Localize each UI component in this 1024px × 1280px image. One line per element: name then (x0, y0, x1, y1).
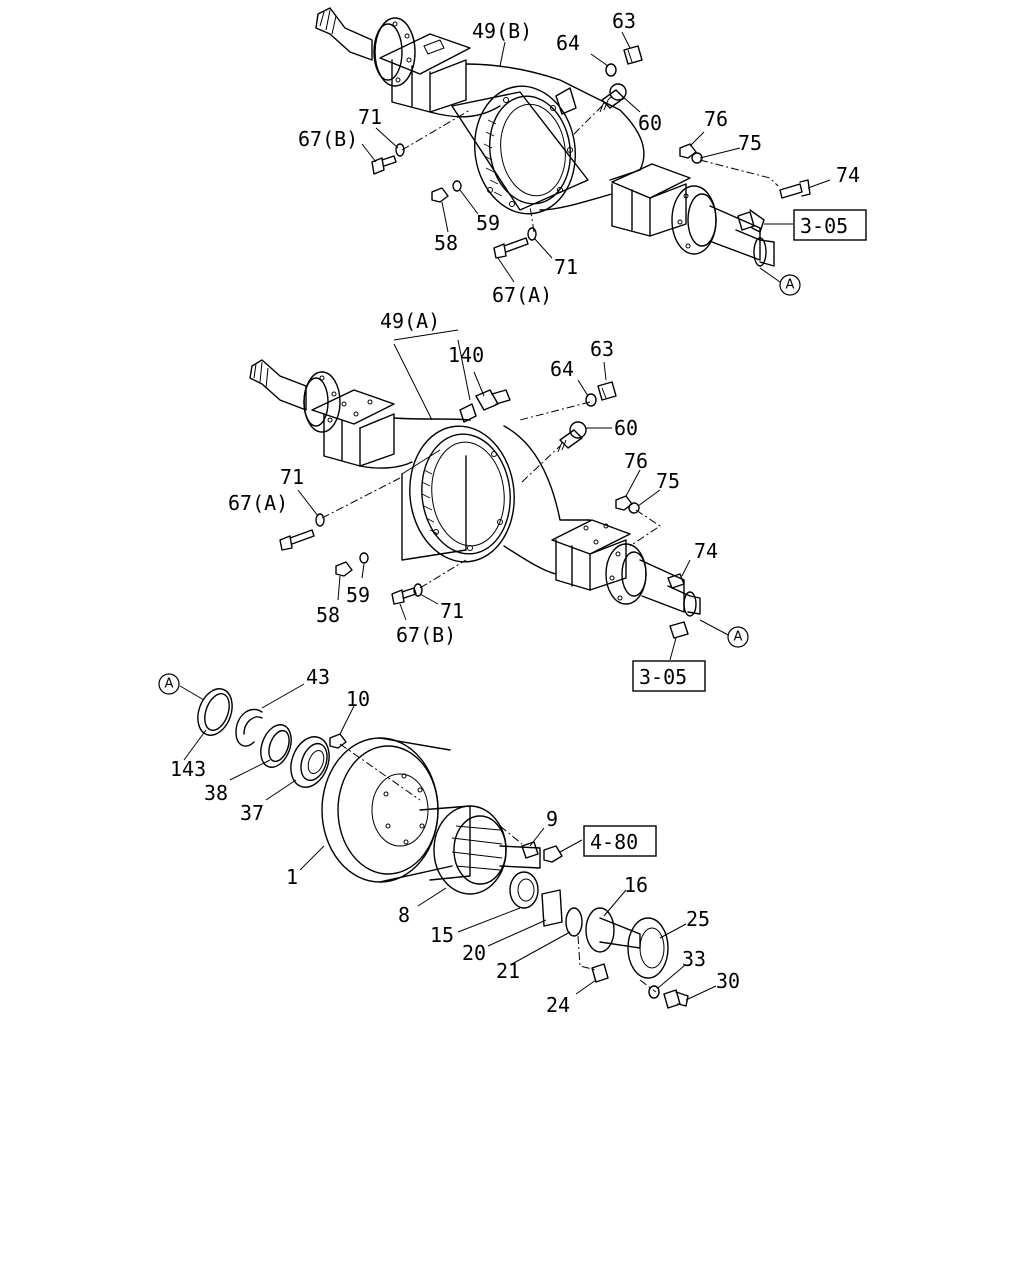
reference-3-05-mid: 3-05 (639, 665, 687, 689)
callout-8: 8 (398, 903, 410, 927)
callout-58-mid: 58 (316, 603, 340, 627)
callout-58: 58 (434, 231, 458, 255)
connector-a-top (779, 274, 801, 296)
callout-21: 21 (496, 959, 520, 983)
callout-1: 1 (286, 865, 298, 889)
callout-59: 59 (476, 211, 500, 235)
callout-67b: 67(B) (298, 127, 358, 151)
connector-a-mid-label: A (734, 630, 743, 645)
callout-30: 30 (716, 969, 740, 993)
callout-15: 15 (430, 923, 454, 947)
callout-24: 24 (546, 993, 570, 1017)
hub-drum-assembly (197, 688, 689, 1009)
callout-60-mid: 60 (614, 416, 638, 440)
labels-a: 49(A) 140 64 63 60 76 75 74 71 67(A) 59 … (228, 309, 749, 692)
callout-63: 63 (612, 9, 636, 33)
reference-4-80: 4-80 (590, 830, 638, 854)
callout-143: 143 (170, 757, 206, 781)
callout-76-mid: 76 (624, 449, 648, 473)
callout-9: 9 (546, 807, 558, 831)
fasteners-a (279, 381, 689, 639)
leaders-a (297, 329, 731, 661)
axle-housing-a (249, 359, 701, 617)
connector-a-top-label: A (786, 278, 795, 293)
callout-37: 37 (240, 801, 264, 825)
callout-67a: 67(A) (492, 283, 552, 307)
callout-64-mid: 64 (550, 357, 574, 381)
callout-140: 140 (448, 343, 484, 367)
callout-64: 64 (556, 31, 580, 55)
axle-housing-b (315, 7, 775, 267)
leaders-hub (179, 683, 717, 1001)
callout-49b: 49(B) (472, 19, 532, 43)
reference-3-05-top: 3-05 (800, 214, 848, 238)
reference-box-3-05-top (793, 209, 867, 241)
callout-75-mid: 75 (656, 469, 680, 493)
callout-71-mid-upper: 71 (280, 465, 304, 489)
reference-box-3-05-mid (632, 660, 706, 692)
callout-74-mid: 74 (694, 539, 718, 563)
leaders-b (361, 31, 831, 283)
callout-25: 25 (686, 907, 710, 931)
callout-75: 75 (738, 131, 762, 155)
callout-49a: 49(A) (380, 309, 440, 333)
connector-a-mid (727, 626, 749, 648)
callout-71-upper: 71 (358, 105, 382, 129)
callout-43: 43 (306, 665, 330, 689)
callout-71-mid-lower: 71 (440, 599, 464, 623)
reference-box-4-80 (583, 825, 657, 857)
callout-76: 76 (704, 107, 728, 131)
callout-10: 10 (346, 687, 370, 711)
callout-74: 74 (836, 163, 860, 187)
callout-59-mid: 59 (346, 583, 370, 607)
callout-67a-mid: 67(A) (228, 491, 288, 515)
fasteners-b (371, 45, 811, 259)
callout-38: 38 (204, 781, 228, 805)
callout-71-lower: 71 (554, 255, 578, 279)
labels-b: 49(B) 63 64 60 76 75 74 71 67(B) 59 58 7… (298, 9, 867, 307)
labels-hub: A 43 10 143 38 37 1 9 4-80 8 15 20 21 16… (158, 665, 740, 1017)
callout-60: 60 (638, 111, 662, 135)
callout-16: 16 (624, 873, 648, 897)
connector-a-hub-label: A (165, 677, 174, 692)
callout-33: 33 (682, 947, 706, 971)
callout-20: 20 (462, 941, 486, 965)
callout-63-mid: 63 (590, 337, 614, 361)
connector-a-hub (158, 673, 180, 695)
callout-67b-mid: 67(B) (396, 623, 456, 647)
